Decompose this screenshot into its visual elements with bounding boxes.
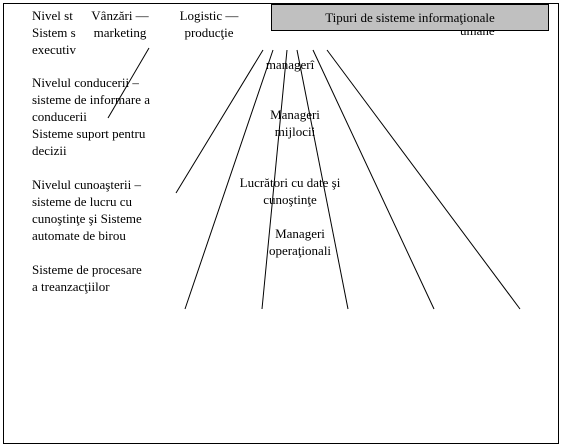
title-box: Tipuri de sisteme informaţionale bbox=[271, 4, 549, 31]
level-strategic-label: Nivel st Sistem s executiv bbox=[32, 8, 77, 57]
left-pyramid-line bbox=[175, 49, 264, 194]
top-managers-label: managerî bbox=[265, 57, 315, 72]
decision-support-label: Sisteme suport pentru decizii bbox=[32, 126, 146, 158]
knowledge-workers-label: Lucrători cu date şi cunoştinţe bbox=[239, 175, 341, 207]
diagram-title: Tipuri de sisteme informaţionale bbox=[325, 10, 495, 25]
sales-marketing-label: Vânzări — marketing bbox=[82, 7, 158, 41]
pyramid-line-5 bbox=[326, 49, 521, 310]
logistics-production-label: Logistic — producţie bbox=[170, 7, 248, 41]
operational-managers-label: Manageri operaţionali bbox=[268, 226, 332, 258]
level-management-label: Nivelul conducerii – sisteme de informar… bbox=[32, 75, 151, 124]
pyramid-line-4 bbox=[312, 49, 435, 310]
pyramid-line-1 bbox=[184, 49, 274, 310]
pyramid-line-3 bbox=[296, 49, 349, 310]
pointer-line bbox=[107, 47, 150, 119]
pyramid-line-2 bbox=[261, 49, 288, 310]
level-knowledge-label: Nivelul cunoaşterii – sisteme de lucru c… bbox=[32, 177, 142, 243]
middle-managers-label: Manageri mijlocii bbox=[270, 107, 320, 139]
diagram-frame bbox=[3, 3, 559, 444]
transaction-processing-label: Sisteme de procesare a treanzacţiilor bbox=[32, 262, 142, 294]
